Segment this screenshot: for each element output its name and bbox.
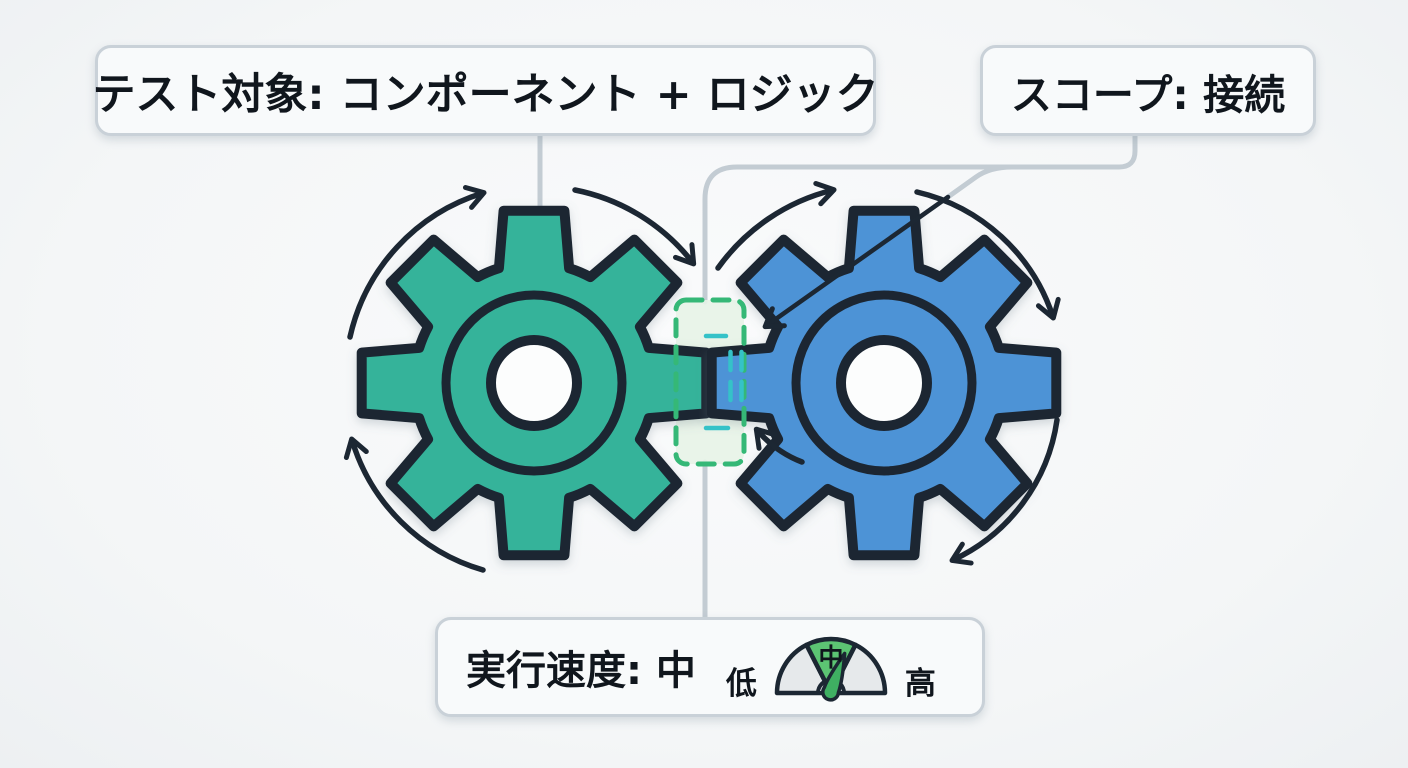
gauge-mid-label: 中 bbox=[818, 643, 843, 672]
left-gear-hub bbox=[486, 335, 582, 431]
left-gear bbox=[356, 205, 712, 561]
mesh-zone-dashed-box bbox=[673, 297, 747, 467]
right-gear-rotation-arrow-top-right bbox=[914, 189, 1061, 321]
right-gear bbox=[706, 205, 1062, 561]
right-gear-arrow-into-mesh bbox=[753, 426, 805, 465]
label-scope: スコープ: 接続 bbox=[980, 45, 1316, 136]
gauge-icon: 中 bbox=[774, 636, 888, 702]
gauge-right-wedge bbox=[828, 642, 888, 696]
label-test-target: テスト対象: コンポーネント + ロジック bbox=[92, 45, 879, 136]
right-gear-rotation-arrow-top-left bbox=[715, 181, 837, 271]
gauge-needle bbox=[821, 651, 847, 702]
test-target-text: テスト対象: コンポーネント + ロジック bbox=[92, 69, 879, 120]
right-gear-ring bbox=[791, 290, 977, 476]
left-gear-rotation-arrow-bottom bbox=[343, 436, 486, 573]
right-gear-hub bbox=[836, 335, 932, 431]
mesh-accent-dashes bbox=[728, 349, 744, 415]
connector-scope-elbow bbox=[702, 127, 1138, 305]
gauge-low-label: 低 bbox=[725, 666, 757, 702]
left-gear-ring bbox=[441, 290, 627, 476]
speed-gauge: 低 中 高 bbox=[726, 630, 936, 704]
left-gear-arrow-into-mesh bbox=[572, 187, 697, 267]
label-speed: 実行速度: 中 低 中 高 bbox=[435, 617, 985, 717]
left-gear-rotation-arrow-top bbox=[347, 185, 487, 340]
right-gear-rotation-arrow-bottom bbox=[949, 417, 1060, 566]
scope-pointer-arrow bbox=[762, 194, 951, 330]
connector-scope-branch bbox=[945, 164, 1015, 200]
scope-text: スコープ: 接続 bbox=[1010, 70, 1286, 119]
mesh-accent-ticks bbox=[703, 333, 731, 431]
speed-text: 実行速度: 中 bbox=[466, 648, 696, 694]
gauge-high-label: 高 bbox=[904, 666, 936, 702]
